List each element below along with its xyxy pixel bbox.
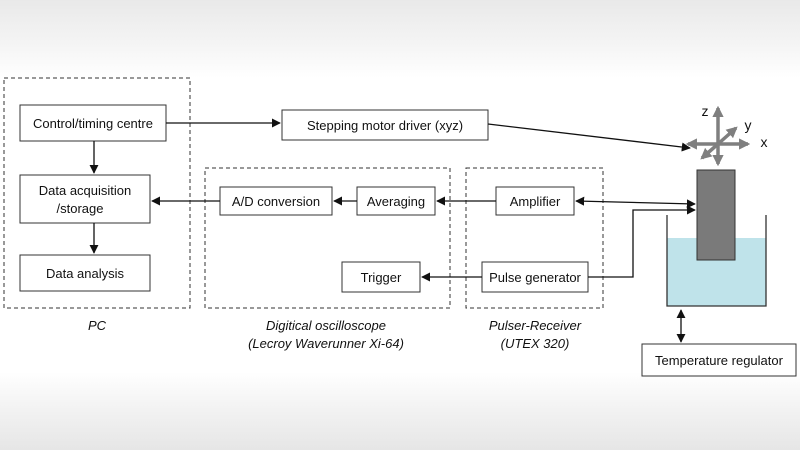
pc-group [3, 77, 191, 309]
xyz-axes-icon [685, 105, 751, 167]
temperature-regulator-box [641, 343, 797, 377]
arrow-stepper-to-axes [487, 123, 691, 152]
tank-outline [666, 215, 767, 307]
control-timing-box [19, 104, 167, 142]
pulse-generator-label: Pulse generator [489, 270, 581, 285]
pulser-model-label: (UTEX 320) [501, 336, 570, 351]
ad-conversion-box [219, 186, 333, 216]
data-analysis-box [19, 254, 151, 292]
amplifier-label: Amplifier [510, 194, 561, 209]
ad-conversion-label: A/D conversion [232, 194, 320, 209]
y-axis-label: y [745, 117, 752, 133]
data-analysis-label: Data analysis [46, 266, 125, 281]
transducer [696, 169, 736, 261]
trigger-label: Trigger [361, 270, 402, 285]
temperature-regulator-label: Temperature regulator [655, 353, 784, 368]
bottom-shading [0, 372, 800, 450]
pulser-group-label: Pulser-Receiver [489, 318, 582, 333]
arrow-amplifier-transducer [575, 196, 696, 209]
stepping-motor-driver-label: Stepping motor driver (xyz) [307, 118, 463, 133]
x-axis-label: x [761, 134, 768, 150]
data-acquisition-box [19, 174, 151, 224]
stepping-motor-driver-box [281, 109, 489, 141]
trigger-box [341, 261, 421, 293]
pulser-receiver-group [465, 167, 604, 309]
top-shading [0, 0, 800, 78]
data-acquisition-label: Data acquisition [39, 183, 132, 198]
pc-group-label: PC [88, 318, 107, 333]
arrow-pulse-to-transducer [588, 205, 696, 278]
oscilloscope-model-label: (Lecroy Waverunner Xi-64) [248, 336, 404, 351]
data-acquisition-label-2: /storage [57, 201, 104, 216]
control-timing-label: Control/timing centre [33, 116, 153, 131]
averaging-box [356, 186, 436, 216]
averaging-label: Averaging [367, 194, 425, 209]
pulse-generator-box [481, 261, 589, 293]
z-axis-label: z [702, 103, 709, 119]
amplifier-box [495, 186, 575, 216]
oscilloscope-group [204, 167, 451, 309]
oscilloscope-group-label: Digitical oscilloscope [266, 318, 386, 333]
